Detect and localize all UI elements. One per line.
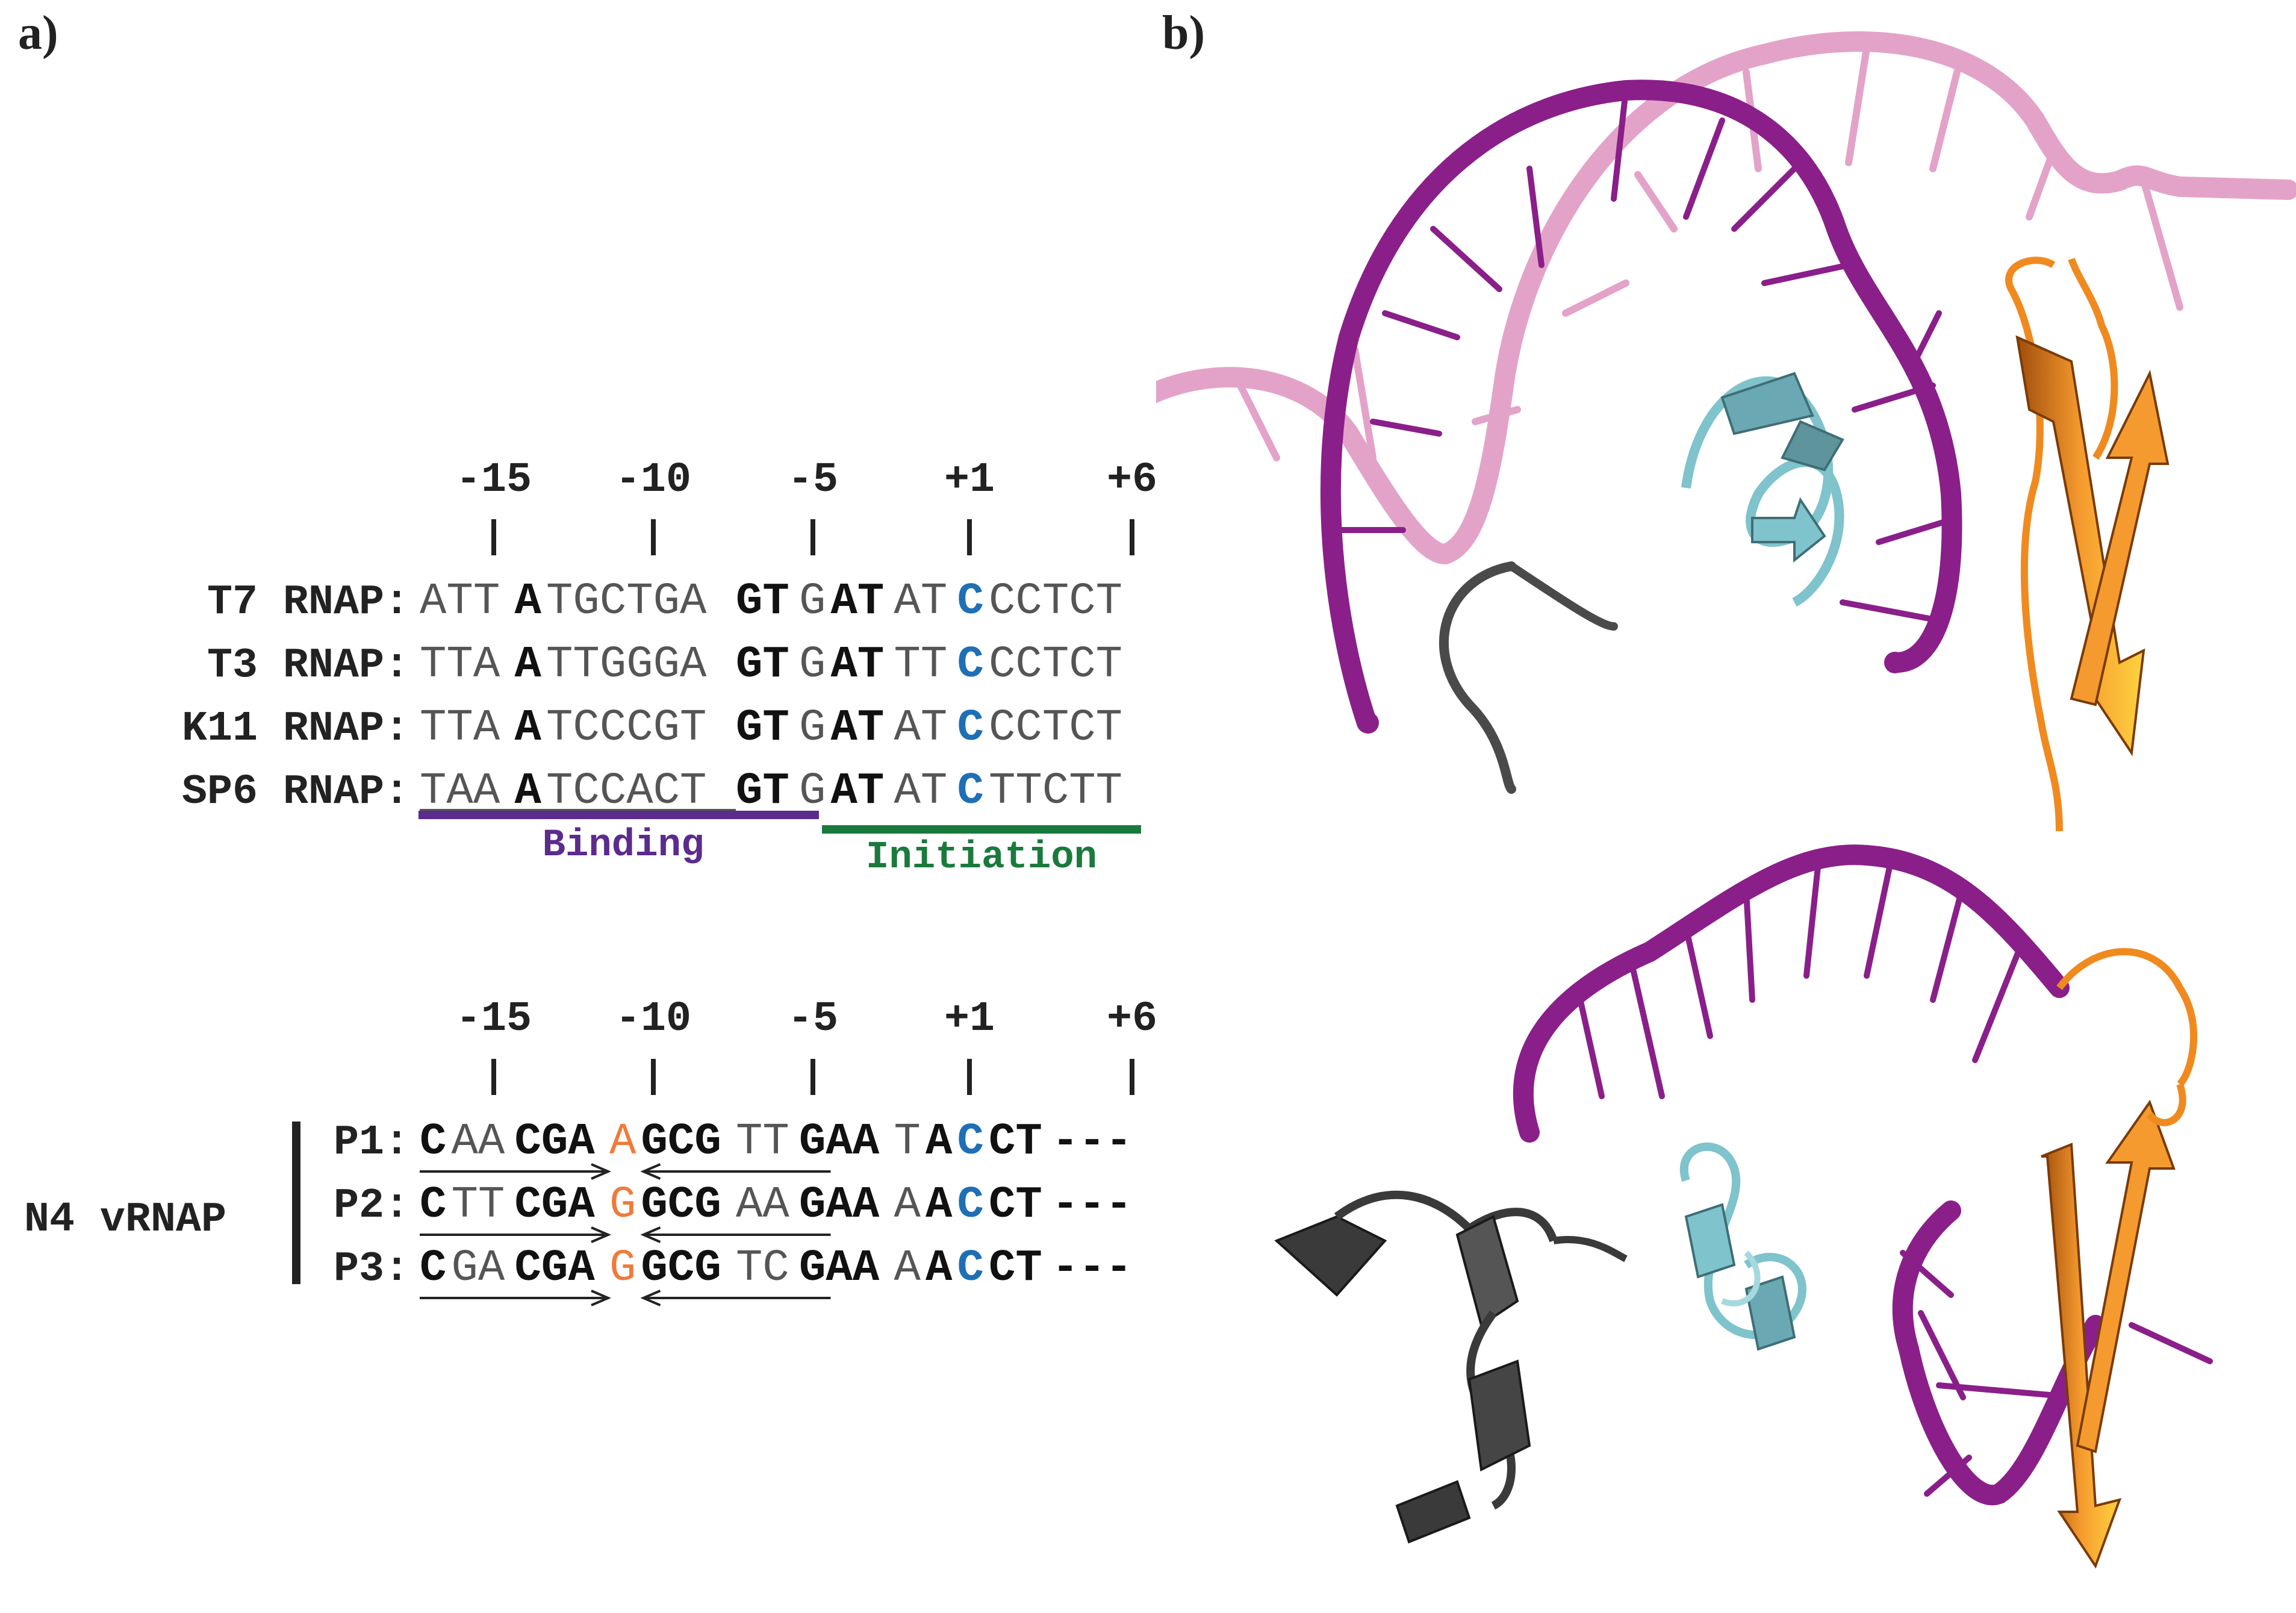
dna-dark-strand-top	[1320, 80, 1962, 733]
position-label: -10	[615, 996, 691, 1043]
n4-label: N4 vRNAP	[24, 1196, 226, 1244]
cyan-domain-bottom	[1679, 1142, 1806, 1351]
inverted-repeat-arrows	[420, 1163, 831, 1306]
initiation-label: Initiation	[866, 836, 1097, 879]
repeat-arrowhead	[640, 1226, 661, 1243]
repeat-arrowhead	[591, 1163, 612, 1180]
n4-promoter-name: P1:	[334, 1119, 409, 1167]
panel-b-label: b)	[1162, 7, 1206, 60]
dna-end-marker	[1884, 652, 1906, 673]
binding-label: Binding	[543, 824, 705, 867]
n4-promoter-name: P3:	[334, 1246, 409, 1293]
repeat-arrowhead	[640, 1163, 661, 1180]
cyan-domain-top	[1681, 372, 1844, 607]
repeat-arrowhead	[640, 1290, 661, 1306]
position-label: +6	[1107, 996, 1156, 1043]
position-label: -15	[456, 996, 532, 1043]
dna-end-marker	[1357, 712, 1379, 734]
position-header-bottom: -15 -10 -5 +1 +6	[456, 996, 1157, 1095]
position-label: -5	[788, 996, 838, 1043]
repeat-arrowhead	[591, 1226, 612, 1243]
n4-bracket	[292, 1122, 300, 1284]
gray-domain-bottom	[1274, 1190, 1628, 1544]
orange-domain-bottom	[2041, 948, 2198, 1569]
structure-bottom	[1274, 844, 2213, 1569]
panel-a-label: a)	[18, 7, 58, 60]
position-label: -15	[456, 457, 532, 504]
gray-loop-top-tail	[1507, 562, 1618, 631]
promoter-name: SP6 RNAP:	[182, 769, 409, 816]
position-label: +1	[944, 457, 995, 504]
position-label: -5	[788, 457, 838, 504]
promoter-name: K11 RNAP:	[182, 705, 409, 753]
orange-domain-top	[2005, 257, 2170, 832]
dna-dark-strand-bottom	[1513, 844, 2213, 1506]
dna-light-strand-top	[1134, 31, 2296, 565]
position-label: +6	[1107, 457, 1156, 504]
promoter-name: T7 RNAP:	[207, 579, 409, 626]
structure-top	[1134, 31, 2296, 832]
position-label: -10	[615, 457, 691, 504]
n4-promoter-name: P2:	[334, 1182, 409, 1230]
panel-b: b)	[1134, 0, 2296, 1610]
promoter-name: T3 RNAP:	[207, 642, 409, 690]
repeat-arrowhead	[591, 1290, 612, 1306]
position-label: +1	[944, 996, 995, 1043]
structure-view	[1134, 31, 2296, 1569]
position-header-top: -15 -10 -5 +1 +6	[456, 457, 1157, 555]
gray-loop-top	[1439, 561, 1516, 794]
